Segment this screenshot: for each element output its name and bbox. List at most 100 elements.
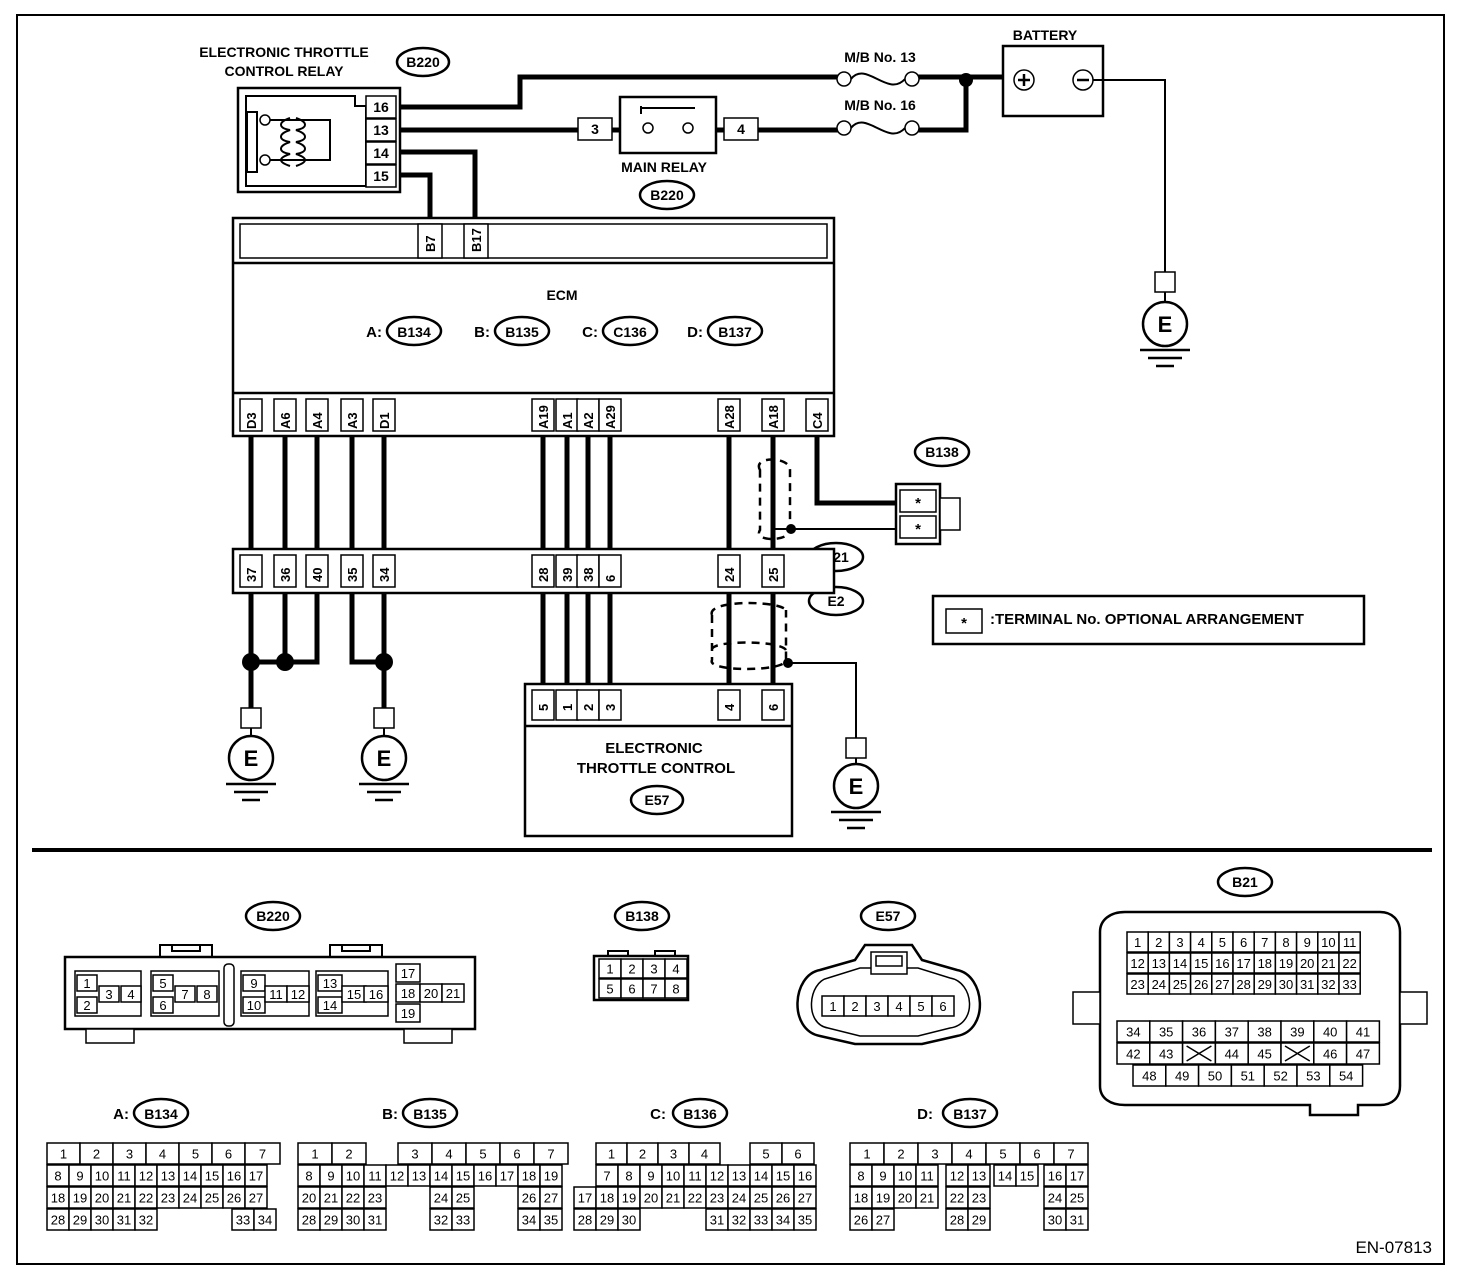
- pin-cell: [244, 1186, 268, 1209]
- pin-cell: [1065, 1164, 1089, 1187]
- pin-number: 23: [710, 1191, 724, 1206]
- e2-label: E2: [827, 593, 844, 609]
- pin-number: 52: [1273, 1069, 1287, 1084]
- pin-cell: [1053, 1142, 1089, 1165]
- pin-number: 18: [522, 1169, 536, 1184]
- pin-number: 27: [876, 1213, 890, 1228]
- pin-number: 7: [650, 982, 657, 997]
- pin-cell: [441, 983, 465, 1003]
- ground-symbol-right: E: [831, 737, 881, 830]
- b-view-code: B135: [413, 1106, 447, 1122]
- pin-cell: [363, 1208, 387, 1231]
- junction-dot: [959, 73, 973, 87]
- junction-dot: [375, 653, 393, 671]
- pin-number: 29: [600, 1213, 614, 1228]
- pin-cell: [363, 1186, 387, 1209]
- pin-number: 21: [446, 986, 460, 1001]
- relay-code: B220: [406, 54, 440, 70]
- pin-number: 30: [1048, 1213, 1062, 1228]
- pin-number: 26: [522, 1191, 536, 1206]
- ecm-conn-letter: D:: [687, 324, 703, 341]
- pin-number: 2: [897, 1147, 904, 1162]
- pin-number: 8: [857, 1169, 864, 1184]
- pin-number: 47: [1356, 1047, 1370, 1062]
- b21-e2-connector: 37 36 40 35 34 28 39 38 6 24 25: [231, 547, 836, 595]
- pin-number: 5: [159, 976, 166, 991]
- pin-number: 49: [1175, 1069, 1189, 1084]
- b138-view-code: B138: [625, 908, 659, 924]
- pin-number: 32: [434, 1213, 448, 1228]
- pin-number: 16: [1048, 1169, 1062, 1184]
- pin-number: 1: [60, 1147, 67, 1162]
- pin-number: 2: [1155, 935, 1162, 950]
- pin-cell: [363, 985, 389, 1003]
- pin-number: 22: [688, 1191, 702, 1206]
- fuse-13-icon: [850, 72, 906, 86]
- pin-cell: [1338, 952, 1361, 974]
- pin-number: 14: [1173, 956, 1187, 971]
- b220-view-code: B220: [256, 908, 290, 924]
- diagram-id: EN-07813: [1355, 1238, 1432, 1257]
- legend-text: :TERMINAL No. OPTIONAL ARRANGEMENT: [990, 611, 1304, 628]
- etc-pin: 3: [603, 704, 618, 711]
- pin-number: 10: [346, 1169, 360, 1184]
- pin-number: 31: [368, 1213, 382, 1228]
- pin-number: 24: [732, 1191, 746, 1206]
- pin-number: 31: [710, 1213, 724, 1228]
- pin-number: 5: [762, 1147, 769, 1162]
- mid-pin: 6: [603, 575, 618, 582]
- pin-cell: [664, 958, 688, 979]
- pin-number: 7: [547, 1147, 554, 1162]
- etc-pin: 4: [722, 703, 737, 711]
- pin-number: 3: [931, 1147, 938, 1162]
- pin-cell: [451, 1208, 475, 1231]
- relay-pin: 16: [373, 99, 389, 115]
- pin-number: 32: [732, 1213, 746, 1228]
- pin-number: 23: [161, 1191, 175, 1206]
- legend: * :TERMINAL No. OPTIONAL ARRANGEMENT: [931, 594, 1366, 646]
- pin-number: 18: [51, 1191, 65, 1206]
- pin-cell: [174, 985, 196, 1003]
- pin-number: 11: [117, 1169, 131, 1184]
- pin-number: 7: [1261, 935, 1268, 950]
- pin-number: 15: [205, 1169, 219, 1184]
- main-relay-code: B220: [650, 187, 684, 203]
- pin-cell: [1338, 931, 1361, 953]
- ecm-pin: A3: [345, 412, 360, 429]
- pin-number: 26: [227, 1191, 241, 1206]
- pin-cell: [152, 996, 174, 1014]
- main-relay: 3 4 MAIN RELAY B220: [577, 95, 759, 211]
- fuse-16-icon: [850, 121, 906, 135]
- pin-number: 13: [161, 1169, 175, 1184]
- ground-wires: [242, 593, 857, 738]
- pin-number: 3: [670, 1147, 677, 1162]
- etc-pin: 2: [581, 704, 596, 711]
- pin-number: 6: [794, 1147, 801, 1162]
- main-relay-pin: 4: [737, 121, 745, 137]
- pin-number: 15: [776, 1169, 790, 1184]
- throttle-control-relay: ELECTRONIC THROTTLE CONTROL RELAY B220 1…: [199, 44, 451, 194]
- pin-number: 18: [1258, 956, 1272, 971]
- switch-contact-icon: [642, 122, 654, 134]
- pin-cell: [539, 1186, 563, 1209]
- pin-number: 2: [628, 962, 635, 977]
- ecm-pin: A2: [581, 412, 596, 429]
- pin-cell: [451, 1186, 475, 1209]
- pin-number: 8: [1282, 935, 1289, 950]
- shield-e2: [710, 601, 788, 671]
- pin-number: 44: [1225, 1047, 1239, 1062]
- ecm-pin: A4: [310, 412, 325, 429]
- battery-label: BATTERY: [1013, 27, 1078, 43]
- pin-number: 8: [305, 1169, 312, 1184]
- pin-number: 42: [1126, 1047, 1140, 1062]
- pin-number: 34: [522, 1213, 536, 1228]
- relay-pin: 14: [373, 145, 389, 161]
- ground-symbol-battery: E: [1140, 271, 1190, 368]
- pin-cell: [967, 1164, 991, 1187]
- pin-cell: [317, 974, 343, 992]
- pin-number: 4: [895, 999, 902, 1014]
- pin-number: 20: [1300, 956, 1314, 971]
